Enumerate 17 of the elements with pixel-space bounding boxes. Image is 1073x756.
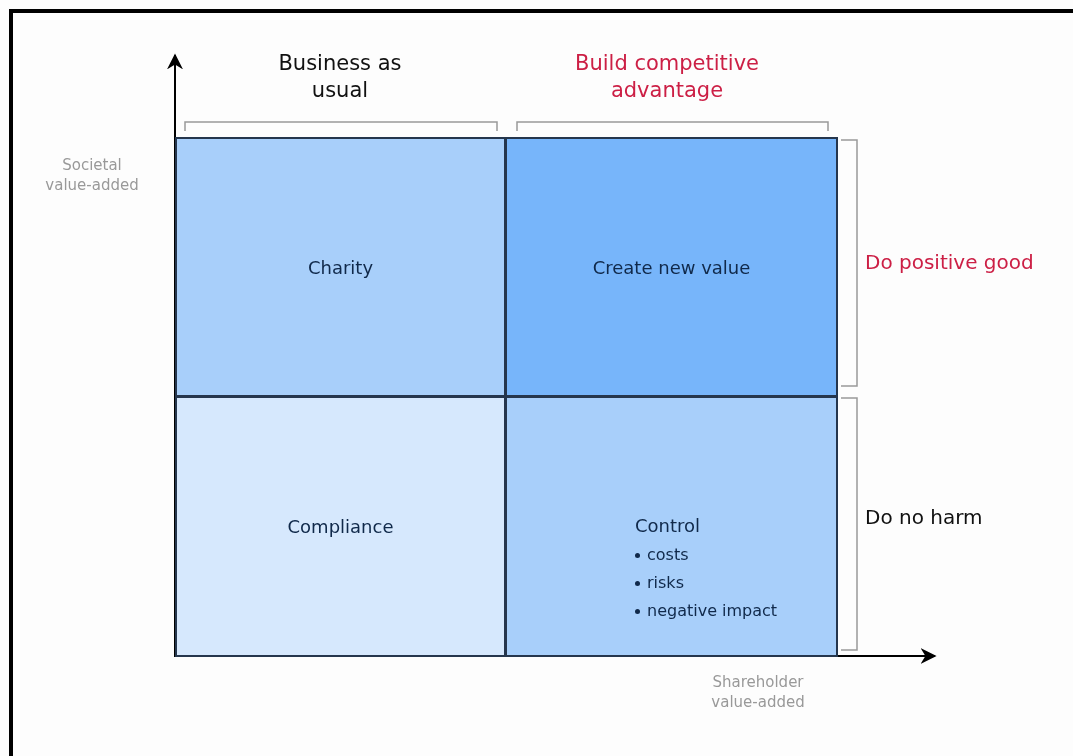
quadrant-title: Charity	[307, 256, 374, 278]
column-heading: Build competitive advantage	[574, 50, 760, 105]
quadrant-box	[505, 396, 838, 657]
quadrant-title: Control	[635, 514, 701, 538]
column-heading: Business as usual	[277, 50, 403, 105]
bullet-text: risks	[647, 572, 684, 594]
quadrant-box	[175, 137, 506, 397]
quadrant-box	[505, 137, 838, 397]
quadrant-title: Compliance	[287, 516, 394, 537]
bullet-text: negative impact	[647, 600, 778, 622]
row-heading: Do positive good	[865, 249, 1034, 275]
axis-label: Shareholder value-added	[710, 673, 806, 712]
bullet-text: costs	[647, 544, 689, 566]
quadrant-title: Create new value	[592, 256, 751, 278]
row-heading: Do no harm	[865, 504, 983, 530]
axis-label: Societal value-added	[44, 156, 140, 195]
quadrant-box	[175, 396, 506, 657]
